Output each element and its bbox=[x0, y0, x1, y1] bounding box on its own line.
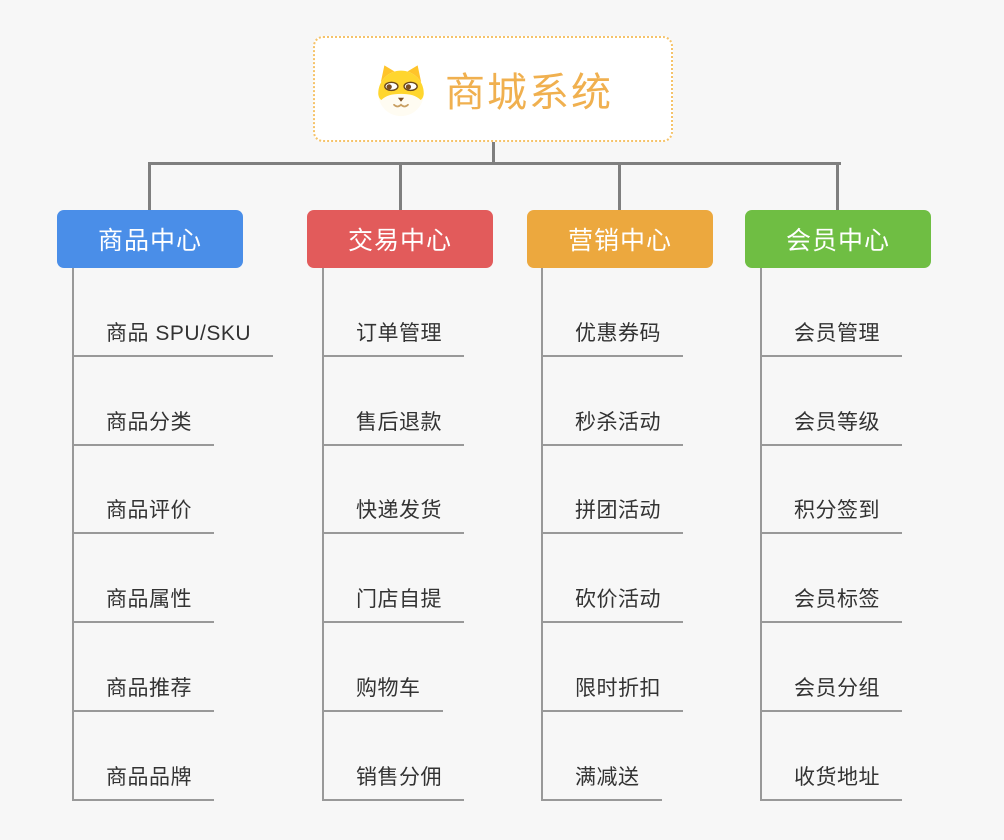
connector-drop-trade bbox=[399, 162, 402, 210]
leaf-topic[interactable]: 秒杀活动 bbox=[543, 406, 683, 446]
branch-children-marketing-center: 优惠券码 秒杀活动 拼团活动 砍价活动 限时折扣 满减送 bbox=[541, 268, 683, 801]
leaf-row: 秒杀活动 bbox=[543, 357, 683, 446]
leaf-row: 商品推荐 bbox=[74, 623, 273, 712]
leaf-topic[interactable]: 会员管理 bbox=[762, 317, 902, 357]
leaf-topic[interactable]: 积分签到 bbox=[762, 494, 902, 535]
root-topic-title: 商城系统 bbox=[445, 71, 613, 115]
leaf-topic[interactable]: 快递发货 bbox=[324, 494, 464, 535]
leaf-row: 会员等级 bbox=[762, 357, 902, 446]
leaf-topic[interactable]: 门店自提 bbox=[324, 583, 464, 624]
leaf-row: 快递发货 bbox=[324, 446, 464, 535]
leaf-topic[interactable]: 订单管理 bbox=[324, 317, 464, 357]
branch-header-member-center[interactable]: 会员中心 bbox=[745, 210, 931, 268]
leaf-topic[interactable]: 销售分佣 bbox=[324, 761, 464, 801]
leaf-topic[interactable]: 砍价活动 bbox=[543, 583, 683, 624]
leaf-row: 满减送 bbox=[543, 712, 683, 801]
leaf-row: 会员标签 bbox=[762, 534, 902, 624]
leaf-row: 购物车 bbox=[324, 623, 464, 712]
leaf-topic[interactable]: 会员标签 bbox=[762, 583, 902, 624]
branch-header-marketing-center[interactable]: 营销中心 bbox=[527, 210, 713, 268]
branch-children-trade-center: 订单管理 售后退款 快递发货 门店自提 购物车 销售分佣 bbox=[322, 268, 464, 801]
connector-horizontal-bar bbox=[148, 162, 841, 165]
leaf-topic[interactable]: 商品评价 bbox=[74, 494, 214, 535]
leaf-row: 优惠券码 bbox=[543, 268, 683, 357]
leaf-row: 门店自提 bbox=[324, 534, 464, 624]
leaf-topic[interactable]: 商品 SPU/SKU bbox=[74, 317, 274, 357]
connector-root-stem bbox=[492, 142, 495, 163]
leaf-topic[interactable]: 优惠券码 bbox=[543, 317, 683, 357]
connector-drop-marketing bbox=[618, 162, 621, 210]
leaf-row: 积分签到 bbox=[762, 446, 902, 535]
branch-children-product-center: 商品 SPU/SKU 商品分类 商品评价 商品属性 商品推荐 商品品牌 bbox=[72, 268, 274, 801]
leaf-row: 砍价活动 bbox=[543, 534, 683, 624]
leaf-topic[interactable]: 收货地址 bbox=[762, 761, 902, 801]
dog-face-icon bbox=[378, 65, 424, 117]
leaf-row: 会员分组 bbox=[762, 623, 902, 712]
leaf-topic[interactable]: 商品分类 bbox=[74, 406, 214, 446]
leaf-row: 订单管理 bbox=[324, 268, 464, 357]
branch-header-product-center[interactable]: 商品中心 bbox=[57, 210, 243, 268]
leaf-row: 商品 SPU/SKU bbox=[74, 268, 274, 357]
leaf-row: 商品品牌 bbox=[74, 712, 273, 801]
leaf-topic[interactable]: 满减送 bbox=[543, 761, 662, 801]
leaf-row: 销售分佣 bbox=[324, 712, 464, 801]
root-topic[interactable]: 商城系统 bbox=[313, 36, 673, 142]
leaf-topic[interactable]: 会员分组 bbox=[762, 672, 902, 712]
leaf-topic[interactable]: 商品品牌 bbox=[74, 761, 214, 801]
leaf-row: 商品评价 bbox=[74, 446, 273, 535]
connector-drop-member bbox=[836, 162, 839, 210]
leaf-topic[interactable]: 限时折扣 bbox=[543, 672, 683, 712]
branch-children-member-center: 会员管理 会员等级 积分签到 会员标签 会员分组 收货地址 bbox=[760, 268, 902, 801]
leaf-row: 售后退款 bbox=[324, 357, 464, 446]
leaf-topic[interactable]: 购物车 bbox=[324, 672, 443, 712]
leaf-row: 商品属性 bbox=[74, 534, 273, 624]
leaf-row: 商品分类 bbox=[74, 357, 273, 446]
leaf-row: 拼团活动 bbox=[543, 446, 683, 535]
leaf-topic[interactable]: 商品推荐 bbox=[74, 672, 214, 712]
connector-drop-product bbox=[148, 162, 151, 210]
leaf-row: 限时折扣 bbox=[543, 623, 683, 712]
leaf-row: 收货地址 bbox=[762, 712, 902, 801]
leaf-topic[interactable]: 售后退款 bbox=[324, 406, 464, 446]
leaf-topic[interactable]: 拼团活动 bbox=[543, 494, 683, 535]
leaf-topic[interactable]: 商品属性 bbox=[74, 583, 214, 624]
leaf-topic[interactable]: 会员等级 bbox=[762, 406, 902, 446]
branch-header-trade-center[interactable]: 交易中心 bbox=[307, 210, 493, 268]
leaf-row: 会员管理 bbox=[762, 268, 902, 357]
